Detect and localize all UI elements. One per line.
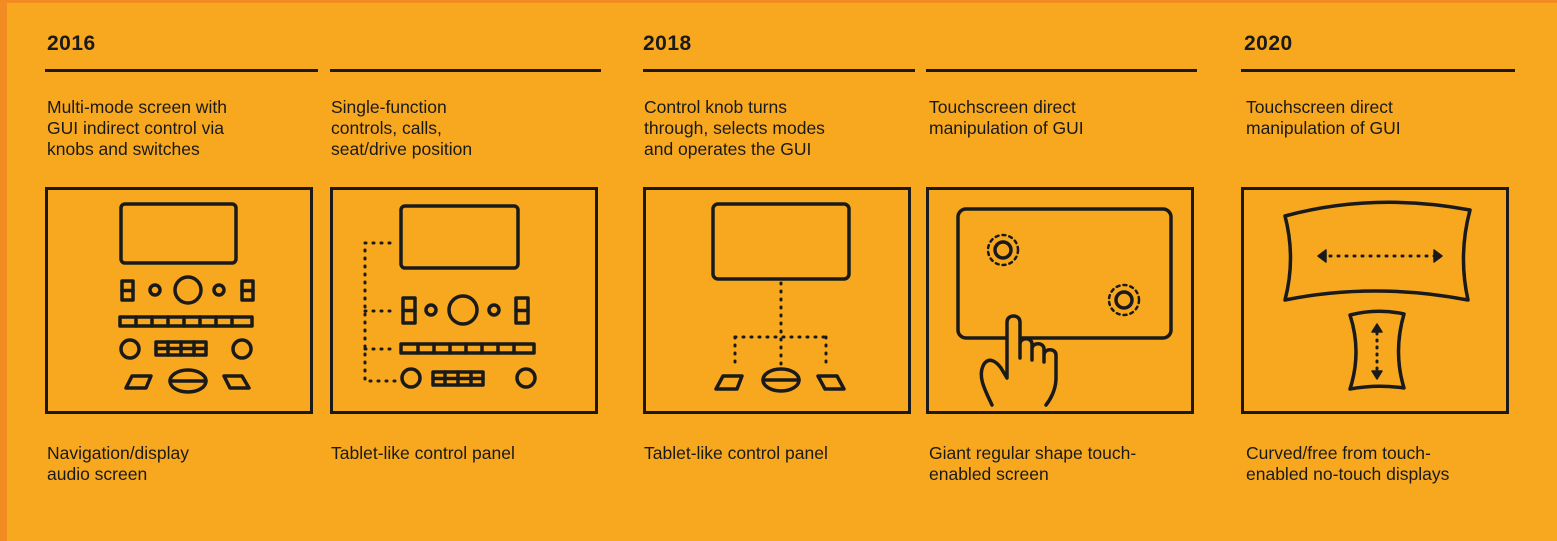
dashboard-single-function-icon [363, 204, 537, 389]
illustration-panel [926, 187, 1194, 414]
illustration-panel [330, 187, 598, 414]
illustration-panel [643, 187, 911, 414]
year-heading-2020: 2020 [1244, 32, 1293, 55]
column-description: Touchscreen direct manipulation of GUI [929, 97, 1084, 138]
illustration-panel [45, 187, 313, 414]
divider-rule [643, 69, 915, 72]
column-caption: Tablet-like control panel [331, 443, 515, 463]
curved-display-icon [1283, 200, 1472, 391]
illustration-panel [1241, 187, 1509, 414]
column-description: Touchscreen direct manipulation of GUI [1246, 97, 1401, 138]
column-caption: Curved/free from touch- enabled no-touch… [1246, 443, 1450, 484]
year-heading-2016: 2016 [47, 32, 96, 55]
column-caption: Tablet-like control panel [644, 443, 828, 463]
year-heading-2018: 2018 [643, 32, 692, 55]
column-description: Single-function controls, calls, seat/dr… [331, 97, 473, 159]
column-description: Multi-mode screen with GUI indirect cont… [47, 97, 227, 159]
control-knob-screen-icon [711, 202, 851, 393]
divider-rule [330, 69, 601, 72]
dashboard-multi-mode-icon [118, 202, 255, 394]
divider-rule [45, 69, 318, 72]
column-caption: Navigation/display audio screen [47, 443, 190, 484]
divider-rule [1241, 69, 1515, 72]
column-caption: Giant regular shape touch- enabled scree… [929, 443, 1137, 484]
touchscreen-hand-icon [956, 207, 1173, 407]
top-accent-bar [0, 0, 1557, 3]
column-description: Control knob turns through, selects mode… [644, 97, 825, 159]
left-accent-bar [0, 0, 7, 541]
divider-rule [926, 69, 1197, 72]
